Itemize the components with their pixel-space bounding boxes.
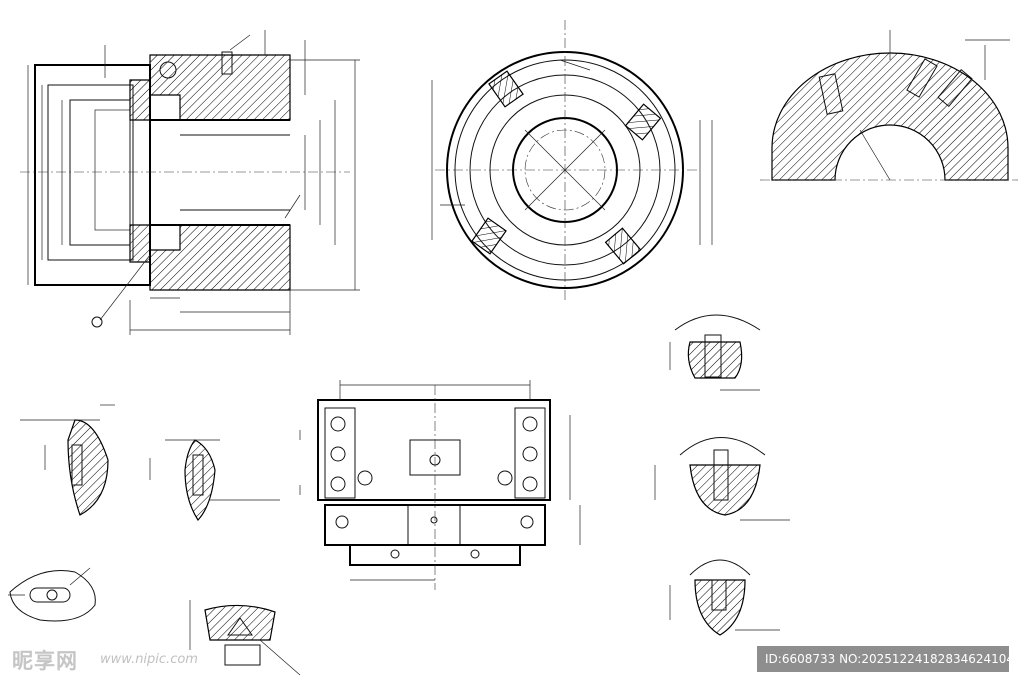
half-round-section: [760, 30, 1018, 181]
watermark-logo: 昵享网: [12, 649, 78, 673]
detail-section-a: [20, 404, 115, 516]
detail-section-e: [669, 314, 761, 391]
circular-end-view: [431, 20, 713, 300]
detail-section-b: [149, 439, 280, 521]
detail-section-c: [8, 567, 96, 622]
detail-section-f: [654, 437, 790, 521]
detail-section-d: [189, 600, 301, 676]
front-block-view: [299, 380, 581, 590]
image-id-badge: ID:6608733 NO:20251224182834624104: [757, 646, 1009, 672]
detail-section-g: [669, 559, 780, 636]
watermark-url: www.nipic.com: [100, 652, 198, 667]
main-section-view: [20, 30, 360, 335]
